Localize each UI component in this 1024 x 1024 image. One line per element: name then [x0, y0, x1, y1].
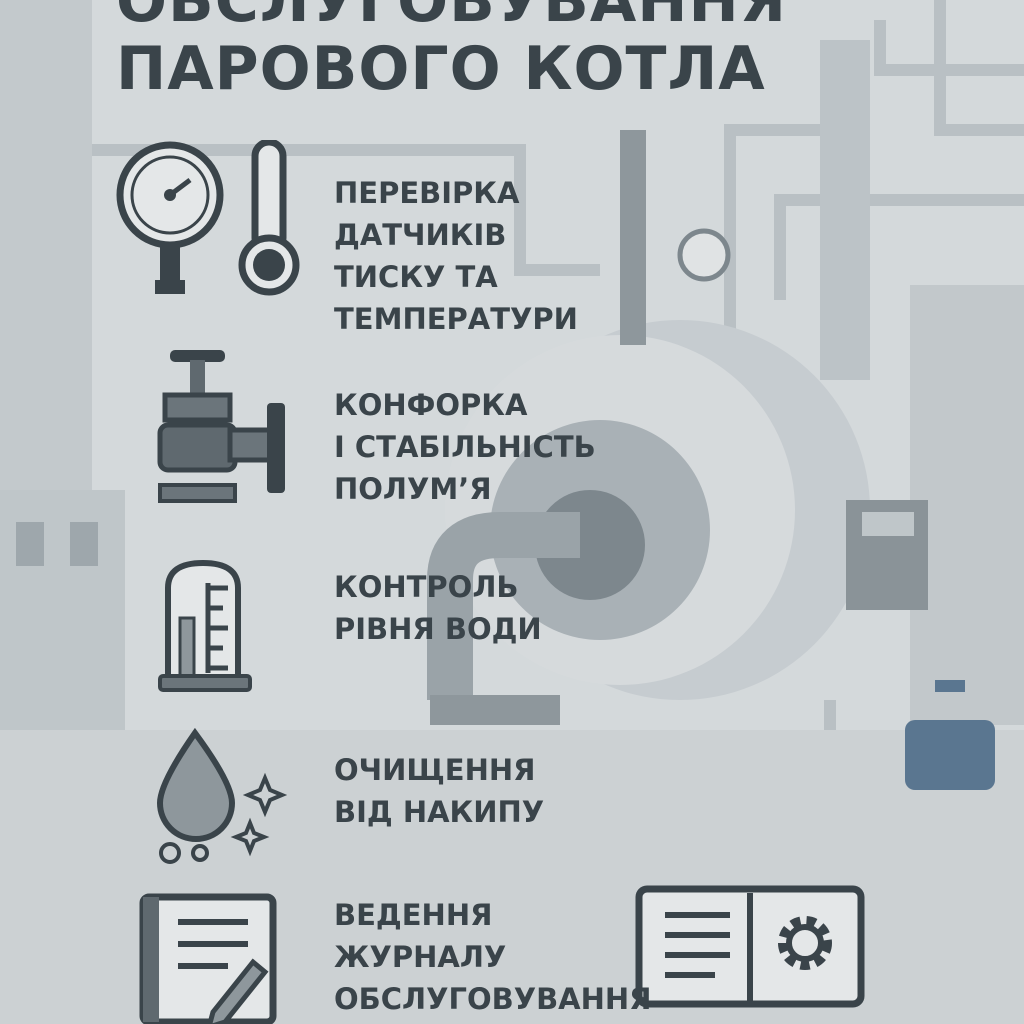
item-line: ВЕДЕННЯ	[334, 898, 493, 932]
item-line: ОБСЛУГОВУВАННЯ	[334, 982, 652, 1016]
item-line: ПОЛУМ’Я	[334, 472, 492, 506]
water-drop-sparkle-icon	[156, 728, 288, 864]
item-descaling: ОЧИЩЕННЯ ВІД НАКИПУ	[334, 749, 544, 833]
valve-icon	[157, 350, 285, 503]
manual-gear-icon	[635, 885, 865, 1008]
title-line-1: ОБСЛУГОВУВАННЯ	[116, 0, 787, 36]
title-line-2: ПАРОВОГО КОТЛА	[116, 34, 766, 104]
item-sensor-check: ПЕРЕВІРКА ДАТЧИКІВ ТИСКУ ТА ТЕМПЕРАТУРИ	[334, 172, 578, 340]
item-line: ВІД НАКИПУ	[334, 795, 545, 829]
logbook-pencil-icon	[139, 893, 277, 1024]
item-line: ДАТЧИКІВ	[334, 218, 507, 252]
item-line: ЖУРНАЛУ	[334, 940, 507, 974]
item-line: ТЕМПЕРАТУРИ	[334, 302, 578, 336]
item-line: ПЕРЕВІРКА	[334, 176, 520, 210]
item-maintenance-log: ВЕДЕННЯ ЖУРНАЛУ ОБСЛУГОВУВАННЯ	[334, 894, 652, 1020]
item-line: РІВНЯ ВОДИ	[334, 612, 542, 646]
item-line: ОЧИЩЕННЯ	[334, 753, 536, 787]
item-water-level: КОНТРОЛЬ РІВНЯ ВОДИ	[334, 566, 542, 650]
thermometer-icon	[238, 140, 300, 296]
pressure-gauge-icon	[116, 140, 300, 296]
item-line: КОНФОРКА	[334, 388, 528, 422]
item-line: ТИСКУ ТА	[334, 260, 498, 294]
item-line: КОНТРОЛЬ	[334, 570, 519, 604]
water-level-gauge-icon	[158, 559, 252, 692]
item-line: І СТАБІЛЬНІСТЬ	[334, 430, 596, 464]
item-burner-flame: КОНФОРКА І СТАБІЛЬНІСТЬ ПОЛУМ’Я	[334, 384, 596, 510]
